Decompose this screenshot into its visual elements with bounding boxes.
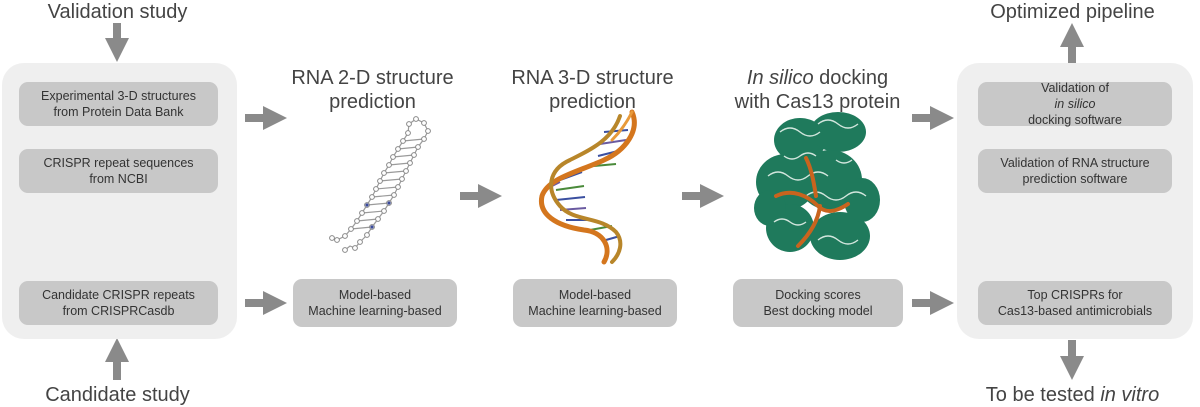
optimized-pipeline-label: Optimized pipeline — [990, 1, 1155, 23]
in-vitro-testing-label: To be tested in vitro — [985, 384, 1160, 406]
validation-study-label: Validation study — [47, 1, 188, 23]
docking-software-validation-box: Validation of in silico docking software — [978, 81, 1172, 127]
candidate-study-label: Candidate study — [45, 384, 190, 406]
